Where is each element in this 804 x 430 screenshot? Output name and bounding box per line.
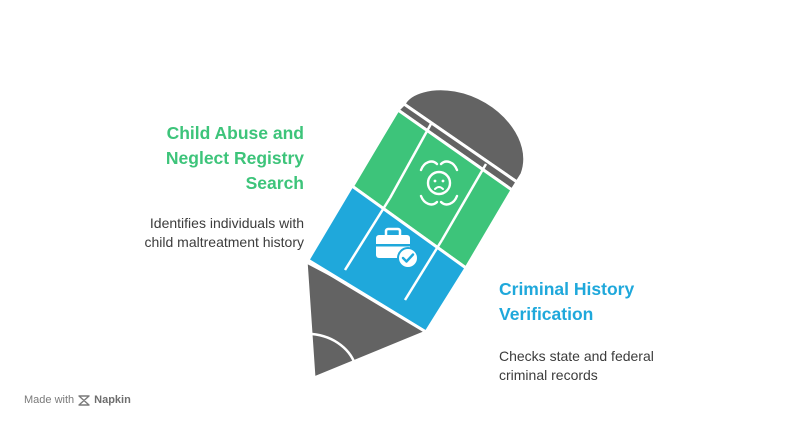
napkin-brand[interactable]: Napkin bbox=[94, 394, 131, 406]
title-line: Criminal History bbox=[499, 279, 635, 299]
napkin-logo-icon bbox=[78, 394, 90, 406]
registry-search-block: Child Abuse and Neglect Registry Search … bbox=[60, 121, 304, 252]
registry-search-title: Child Abuse and Neglect Registry Search bbox=[60, 121, 304, 196]
description-line: criminal records bbox=[499, 367, 598, 383]
made-with-label: Made with bbox=[24, 394, 75, 406]
title-line: Search bbox=[245, 173, 304, 193]
title-line: Child Abuse and bbox=[166, 123, 304, 143]
pencil-tip bbox=[304, 258, 428, 380]
title-line: Verification bbox=[499, 304, 594, 324]
title-line: Neglect Registry bbox=[165, 148, 304, 168]
criminal-history-description: Checks state and federal criminal record… bbox=[499, 347, 759, 385]
criminal-history-title: Criminal History Verification bbox=[499, 277, 759, 327]
description-line: Identifies individuals with bbox=[149, 215, 304, 231]
verified-briefcase-icon bbox=[376, 227, 419, 269]
description-line: child maltreatment history bbox=[144, 234, 304, 250]
criminal-history-block: Criminal History Verification Checks sta… bbox=[499, 277, 759, 385]
registry-search-description: Identifies individuals with child maltre… bbox=[60, 214, 304, 252]
crying-baby-icon bbox=[419, 160, 459, 206]
description-line: Checks state and federal bbox=[499, 348, 654, 364]
pencil-lead-arc bbox=[311, 332, 358, 369]
pencil-eraser bbox=[402, 87, 527, 184]
made-with-footer: Made with Napkin bbox=[24, 394, 131, 406]
